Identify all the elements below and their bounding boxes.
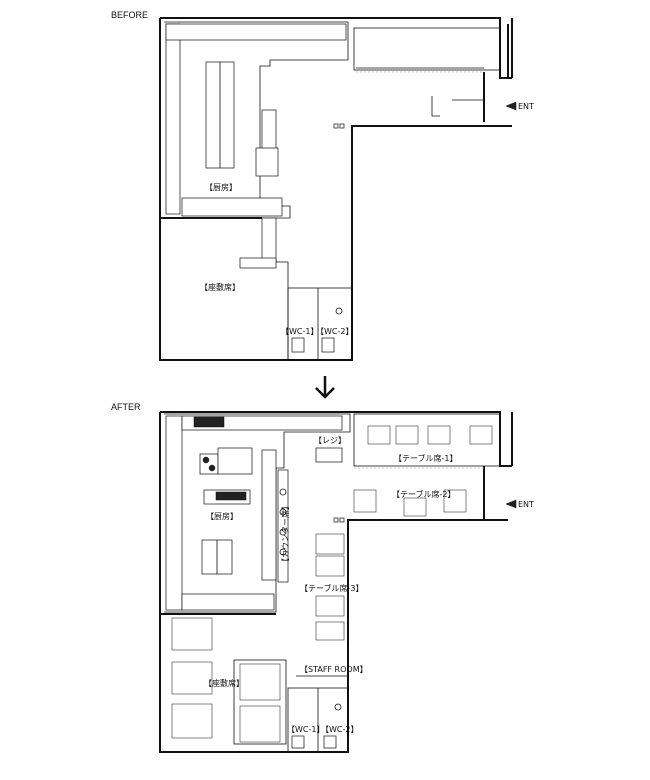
after-staff-label: 【STAFF ROOM】 bbox=[300, 665, 368, 674]
after-column bbox=[333, 517, 339, 523]
after-counter-left bbox=[165, 415, 183, 611]
before-ent-arrow-icon bbox=[505, 101, 517, 111]
before-step bbox=[239, 257, 277, 269]
after-register bbox=[315, 447, 343, 463]
before-partition bbox=[431, 96, 440, 117]
after-column-2 bbox=[339, 517, 345, 523]
after-zashiki-room bbox=[233, 659, 287, 745]
after-caption: AFTER bbox=[111, 402, 141, 412]
before-plan: 【厨房】 【座敷席】 【WC-1】 【WC-2】 ENT bbox=[159, 17, 534, 361]
before-wc-block bbox=[287, 287, 353, 361]
after-table3-label: 【テーブル席-3】 bbox=[300, 583, 364, 593]
after-ent-label: ENT bbox=[518, 500, 534, 509]
after-table2-label: 【テーブル席-2】 bbox=[392, 489, 456, 499]
after-counter-inner bbox=[261, 449, 277, 581]
before-wc1-label: 【WC-1】 bbox=[281, 327, 318, 336]
after-counter-stool-4 bbox=[279, 548, 287, 556]
after-table bbox=[315, 533, 345, 555]
after-prep-table bbox=[217, 447, 253, 475]
before-caption: BEFORE bbox=[111, 10, 148, 20]
after-table bbox=[443, 489, 467, 513]
before-counter-top bbox=[165, 23, 347, 41]
after-counter-stool bbox=[279, 488, 287, 496]
after-kitchen-label: 【厨房】 bbox=[206, 511, 238, 521]
before-kitchen-outline bbox=[164, 21, 349, 219]
after-table bbox=[353, 489, 377, 513]
before-column-2 bbox=[339, 123, 345, 129]
after-counter-label: 【カウンター席】 bbox=[280, 502, 290, 566]
after-zashiki-label: 【座敷席】 bbox=[204, 678, 244, 688]
after-wc1-label: 【WC-1】 bbox=[287, 725, 324, 734]
after-counter-stool-2 bbox=[279, 508, 287, 516]
after-table bbox=[395, 425, 419, 445]
before-kitchen-label: 【厨房】 bbox=[205, 182, 237, 192]
after-zashiki-table bbox=[239, 705, 281, 743]
after-toilet-2 bbox=[323, 735, 337, 749]
after-zashiki-table bbox=[171, 703, 213, 739]
after-toilet-1 bbox=[291, 735, 305, 749]
after-table bbox=[469, 425, 493, 445]
after-table bbox=[367, 425, 391, 445]
before-ent-label: ENT bbox=[518, 102, 534, 111]
after-reji-label: 【レジ】 bbox=[314, 436, 346, 445]
after-stove bbox=[199, 453, 219, 475]
before-sink bbox=[335, 307, 343, 315]
before-toilet-1 bbox=[291, 337, 305, 353]
after-table bbox=[315, 555, 345, 577]
after-wc2-label: 【WC-2】 bbox=[321, 725, 358, 734]
after-zashiki-tables bbox=[171, 617, 287, 745]
after-table bbox=[315, 595, 345, 617]
before-fridge bbox=[255, 147, 279, 177]
before-counter-left bbox=[165, 23, 181, 215]
after-zashiki-table bbox=[171, 617, 213, 651]
after-table1-room bbox=[353, 413, 501, 467]
after-counter-bar bbox=[277, 469, 289, 583]
after-wc-sink bbox=[334, 703, 342, 711]
before-toilet-2 bbox=[321, 337, 335, 353]
after-range bbox=[193, 416, 225, 428]
after-zashiki-table bbox=[239, 663, 281, 701]
before-zashiki-label: 【座敷席】 bbox=[200, 282, 240, 292]
after-counter-label-group: 【カウンター席】 bbox=[280, 502, 290, 566]
after-tables-3 bbox=[315, 533, 345, 641]
after-zashiki-table bbox=[171, 661, 213, 695]
after-counter-stool-3 bbox=[279, 528, 287, 536]
before-column bbox=[333, 123, 339, 129]
after-tables-2 bbox=[353, 489, 467, 517]
after-counter-bottom bbox=[181, 593, 275, 611]
after-burner-2 bbox=[208, 464, 216, 472]
after-ent-arrow-icon bbox=[505, 499, 517, 509]
after-burner-1 bbox=[202, 456, 210, 464]
after-table bbox=[427, 425, 451, 445]
down-arrow-icon bbox=[315, 376, 335, 399]
after-table1-label: 【テーブル席-1】 bbox=[394, 453, 458, 463]
before-counter-bottom bbox=[181, 197, 283, 217]
after-sink bbox=[215, 491, 247, 501]
after-table bbox=[403, 497, 427, 517]
before-wc2-label: 【WC-2】 bbox=[316, 327, 353, 336]
before-corridor-wall bbox=[276, 261, 289, 360]
after-tables-1 bbox=[367, 425, 493, 445]
after-table bbox=[315, 621, 345, 641]
after-plan: 【厨房】 【カウンター席】 【レジ】 【テーブル席-1】 【テーブル席-2】 bbox=[159, 411, 534, 753]
before-front-room bbox=[353, 27, 501, 71]
before-passage bbox=[261, 217, 277, 263]
after-kitchen-outline bbox=[164, 413, 351, 613]
